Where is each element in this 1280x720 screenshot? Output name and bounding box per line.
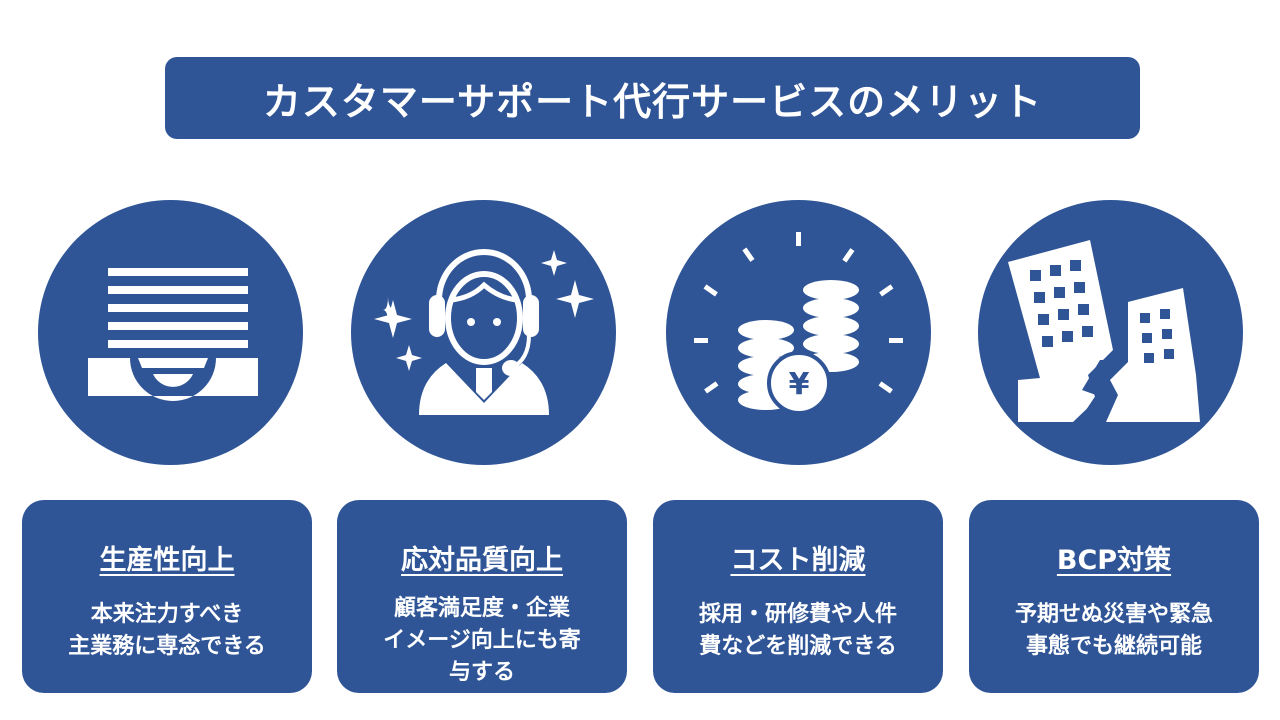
earthquake-building-icon [978, 200, 1243, 465]
card-description: 予期せぬ災害や緊急 事態でも継続可能 [1014, 602, 1213, 659]
card-description: 顧客満足度・企業 イメージ向上にも寄 与する [383, 596, 581, 685]
merit-card-bcp: BCP対策 予期せぬ災害や緊急 事態でも継続可能 [969, 500, 1259, 693]
card-heading: 生産性向上 [99, 545, 235, 576]
svg-text:¥: ¥ [789, 367, 810, 402]
card-description: 本来注力すべき 主業務に専念できる [68, 602, 266, 659]
merit-card-quality: 応対品質向上 顧客満足度・企業 イメージ向上にも寄 与する [337, 500, 627, 693]
card-heading: コスト削減 [730, 545, 866, 576]
card-heading: 応対品質向上 [401, 545, 563, 576]
card-description: 採用・研修費や人件 費などを削減できる [698, 602, 897, 659]
merit-card-productivity: 生産性向上 本来注力すべき 主業務に専念できる [22, 500, 312, 693]
card-heading: BCP対策 [1056, 545, 1172, 576]
merit-card-cost: コスト削減 採用・研修費や人件 費などを削減できる [653, 500, 943, 693]
operator-headset-icon [351, 200, 616, 465]
document-tray-icon [38, 200, 303, 465]
page-title: カスタマーサポート代行サービスのメリット [165, 57, 1140, 139]
yen-coins-icon: ¥ [666, 200, 931, 465]
